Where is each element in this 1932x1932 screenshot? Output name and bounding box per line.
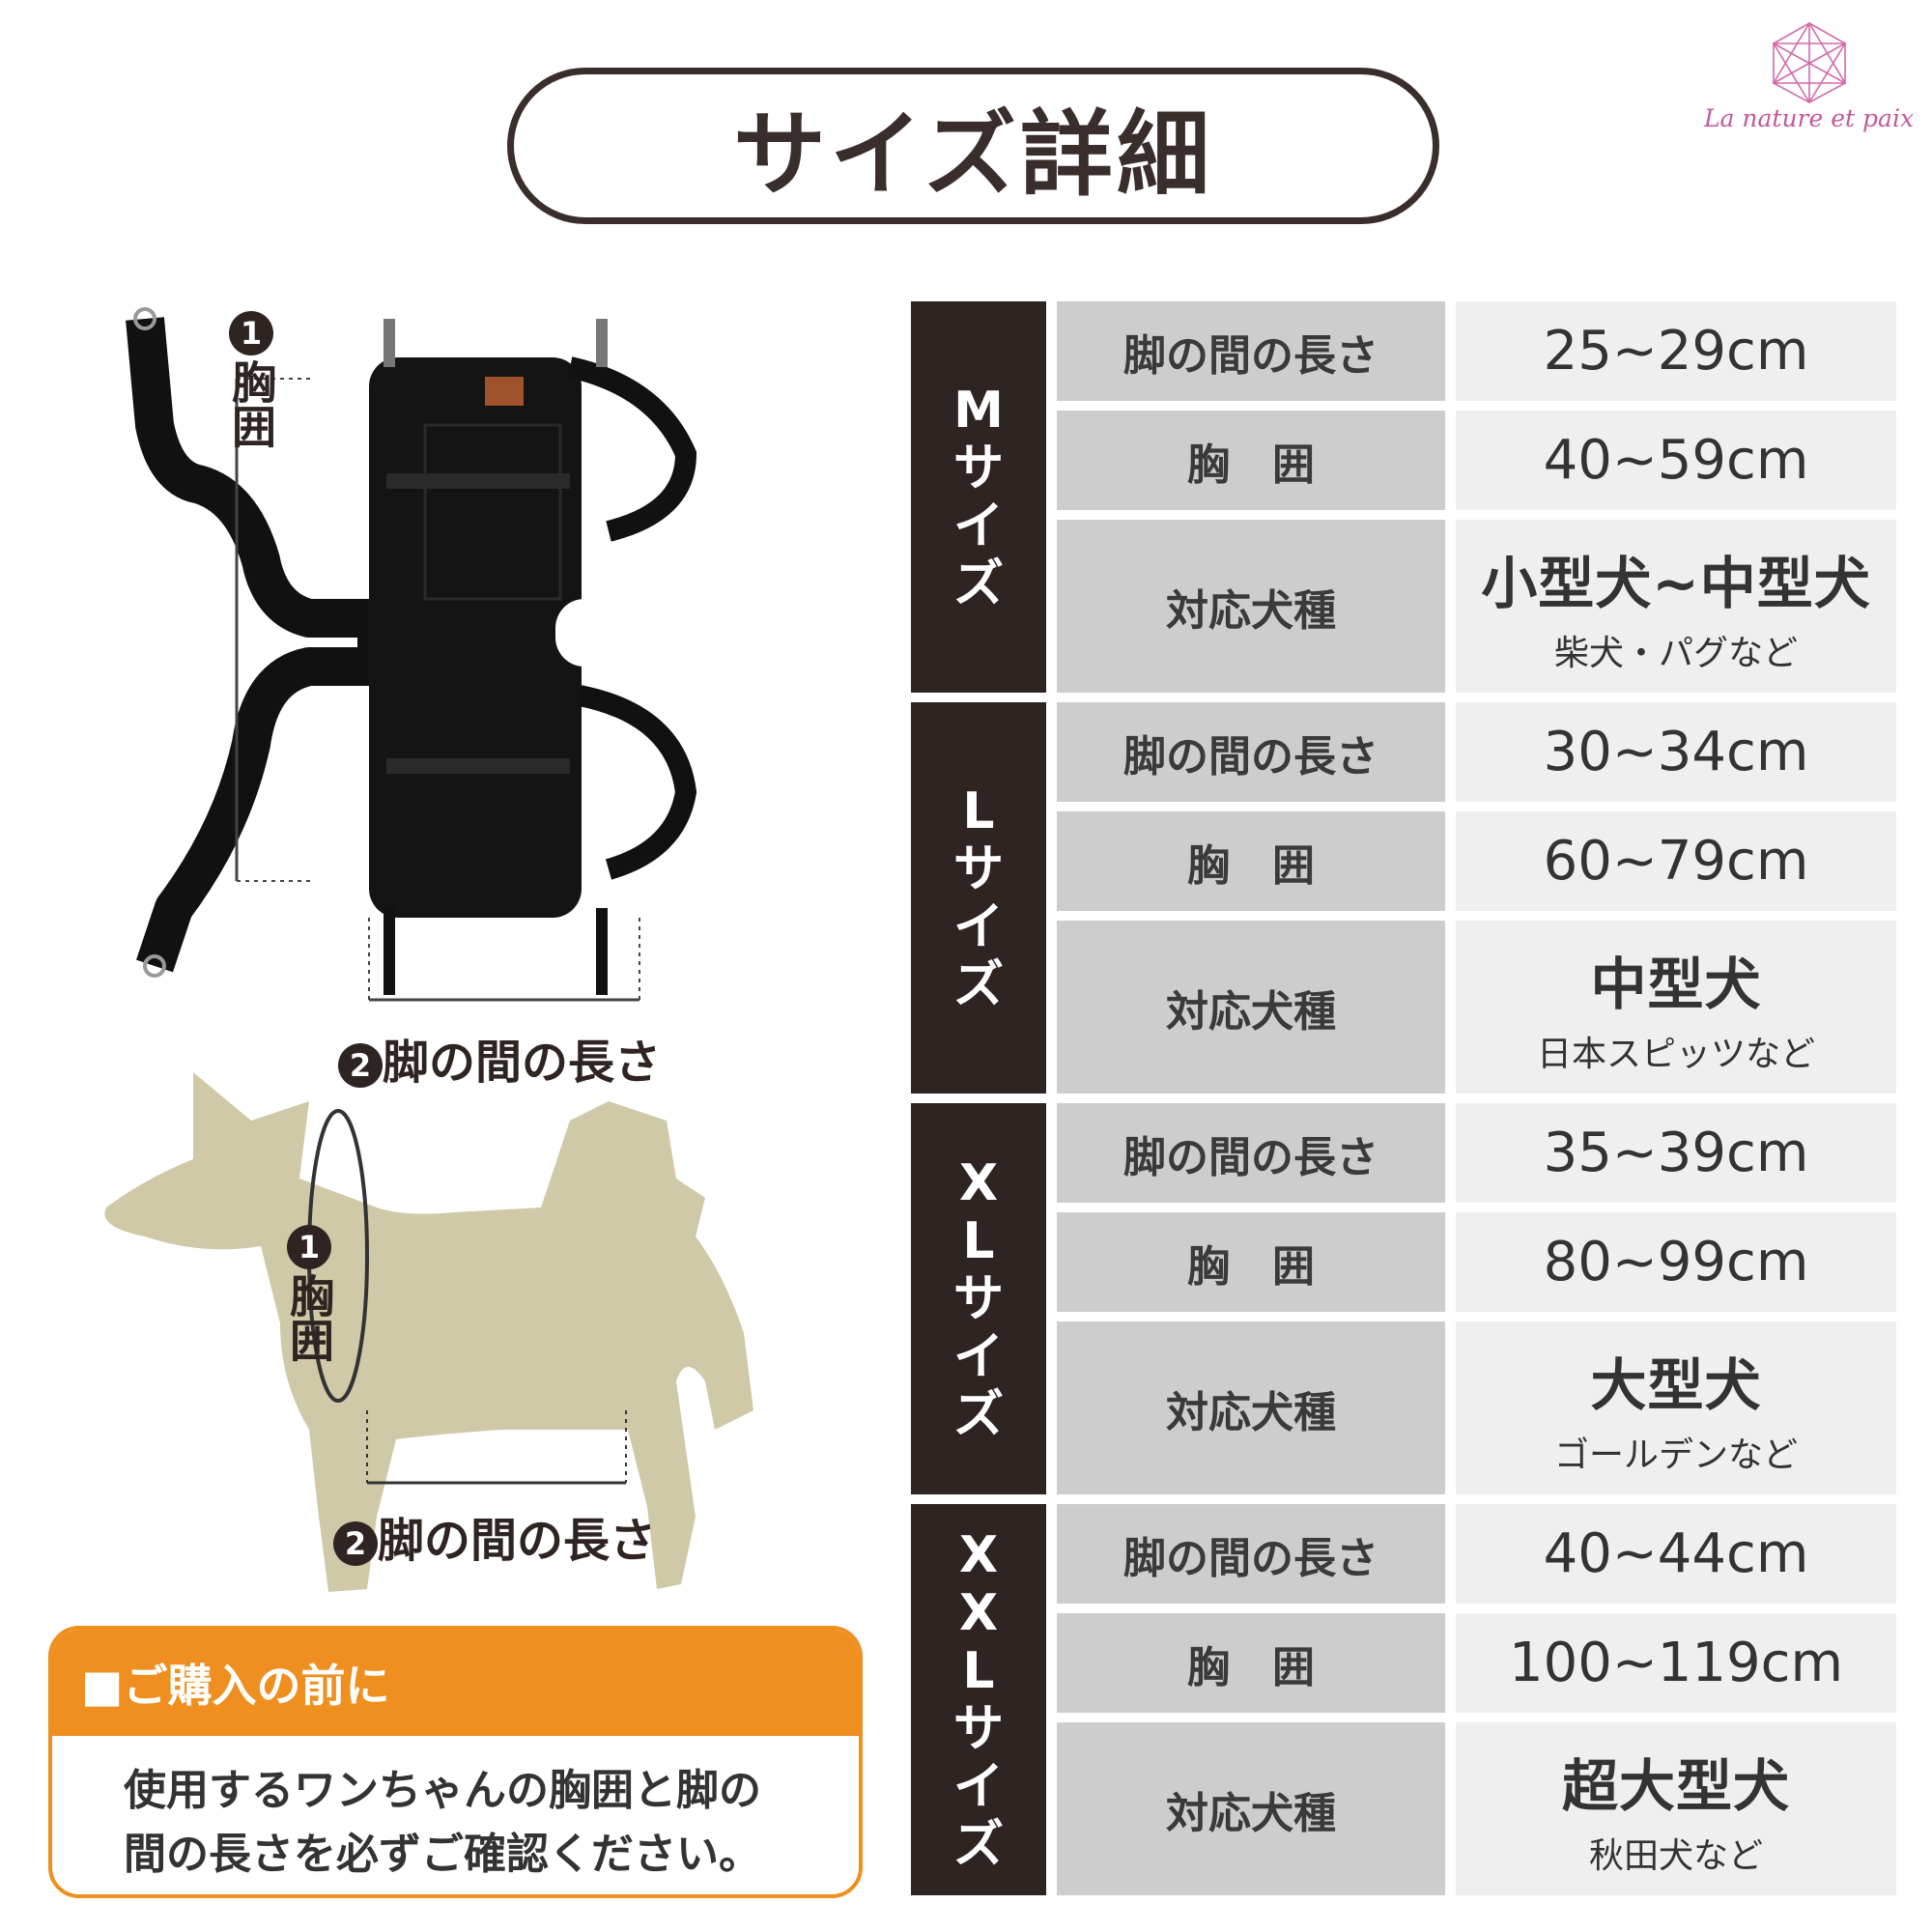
purchase-notice-box: ■ご購入の前に 使用するワンちゃんの胸囲と脚の 間の長さを必ずご確認ください。 [48,1626,863,1898]
size-name-char: サ [952,1699,1004,1758]
number-two-badge: 2 [333,1521,378,1566]
geometric-crystal-icon [1772,21,1846,104]
notice-body: 使用するワンちゃんの胸囲と脚の 間の長さを必ずご確認ください。 [52,1736,859,1887]
size-name-char: L [962,781,995,840]
value-chest: 80~99cm [1456,1212,1896,1312]
dog-chest-label: 1 胸囲 [282,1219,336,1362]
brand-logo-text: La nature et paix [1703,104,1915,132]
label-leg-length: 脚の間の長さ [1057,301,1445,401]
harness-product-image [126,307,697,1002]
value-breed: 小型犬~中型犬柴犬・パグなど [1456,520,1896,693]
value-breed: 超大型犬秋田犬など [1456,1722,1896,1895]
value-leg-length: 40~44cm [1456,1504,1896,1604]
value-chest: 40~59cm [1456,411,1896,510]
label-breed: 対応犬種 [1057,1321,1445,1494]
number-one-badge: 1 [229,310,273,355]
brand-logo: La nature et paix [1700,19,1918,164]
notice-heading: ■ご購入の前に [52,1630,859,1736]
label-chest: 胸 囲 [1057,1613,1445,1713]
size-name-char: M [953,381,1004,440]
size-name-char: ズ [952,955,1004,1014]
label-leg-length: 脚の間の長さ [1057,1103,1445,1203]
size-name-char: ズ [952,1385,1004,1444]
label-leg-length: 脚の間の長さ [1057,702,1445,802]
page-title: サイズ詳細 [732,99,1214,209]
value-chest: 100~119cm [1456,1613,1896,1713]
size-name-char: サ [952,839,1004,898]
notice-line: 使用するワンちゃんの胸囲と脚の [124,1766,761,1815]
value-leg-length: 30~34cm [1456,702,1896,802]
size-name-char: イ [952,497,1004,555]
harness-chest-label: 1 胸囲 [224,305,278,448]
size-name-char: ズ [952,554,1004,613]
notice-line: 間の長さを必ずご確認ください。 [124,1830,761,1879]
size-name-char: L [962,1641,995,1700]
size-name-char: X [958,1525,999,1584]
size-name-char: イ [952,1327,1004,1386]
label-leg-length: 脚の間の長さ [1057,1504,1445,1604]
value-leg-length: 25~29cm [1456,301,1896,401]
label-breed: 対応犬種 [1057,1722,1445,1895]
size-name-char: サ [952,439,1004,497]
value-chest: 60~79cm [1456,811,1896,911]
value-breed: 大型犬ゴールデンなど [1456,1321,1896,1494]
number-two-badge: 2 [338,1043,383,1088]
page-title-pill: サイズ詳細 [507,68,1439,224]
label-chest: 胸 囲 [1057,811,1445,911]
number-one-badge: 1 [287,1224,331,1269]
size-name-char: L [962,1211,995,1270]
label-breed: 対応犬種 [1057,520,1445,693]
size-name-char: ズ [952,1815,1004,1874]
label-chest: 胸 囲 [1057,411,1445,510]
size-name-char: サ [952,1269,1004,1328]
size-name-char: イ [952,897,1004,956]
label-chest: 胸 囲 [1057,1212,1445,1312]
value-breed: 中型犬日本スピッツなど [1456,921,1896,1094]
value-leg-length: 35~39cm [1456,1103,1896,1203]
size-name-char: X [958,1153,999,1212]
size-name-char: イ [952,1757,1004,1816]
size-name-char: X [958,1583,999,1642]
label-breed: 対応犬種 [1057,921,1445,1094]
